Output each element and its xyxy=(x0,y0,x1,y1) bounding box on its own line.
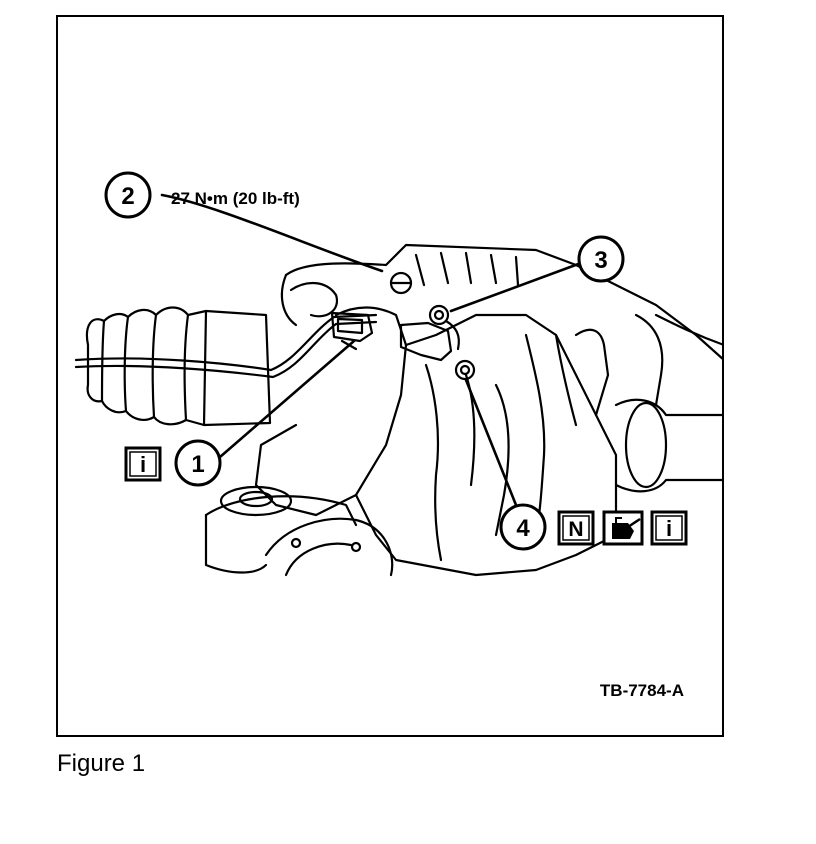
new-part-icon: N xyxy=(568,518,583,541)
leader-line-1 xyxy=(218,339,356,459)
cv-boot-drawing xyxy=(85,306,272,427)
info-icon: i xyxy=(666,516,672,541)
drawing-id: TB-7784-A xyxy=(600,681,684,700)
callout-2-number: 2 xyxy=(121,183,134,210)
figure-caption: Figure 1 xyxy=(57,750,146,777)
bolt-drawing xyxy=(389,271,413,295)
leader-line-2 xyxy=(160,193,384,273)
leader-line-4 xyxy=(464,378,518,507)
callout-2-torque-spec: 27 N•m (20 lb-ft) xyxy=(171,189,300,208)
info-symbol-callout-1: i xyxy=(124,446,162,482)
new-part-symbol-callout-4: N xyxy=(557,510,595,546)
callout-3-number: 3 xyxy=(594,247,607,274)
fill-plug-drawing xyxy=(454,359,476,381)
callout-1: 1 xyxy=(174,439,222,487)
differential-housing-drawing xyxy=(254,243,724,577)
pinion-flange-drawing xyxy=(204,485,394,577)
oil-can-icon xyxy=(612,517,641,539)
callout-1-number: 1 xyxy=(191,451,204,478)
leader-line-3 xyxy=(449,261,583,313)
callout-2: 2 27 N•m (20 lb-ft) xyxy=(104,171,300,219)
speed-sensor-drawing xyxy=(399,304,460,362)
info-symbol-callout-4: i xyxy=(650,510,688,546)
figure-frame xyxy=(56,15,724,737)
callout-4: 4 xyxy=(499,503,547,551)
axle-tube-drawing xyxy=(614,313,724,493)
oil-can-symbol-callout-4 xyxy=(602,510,644,546)
callout-4-number: 4 xyxy=(516,515,530,542)
sensor-harness-drawing xyxy=(74,313,378,372)
axle-illustration: 1 2 27 N•m (20 lb-ft) 3 4 i N i TB-7 xyxy=(74,171,724,700)
callout-3: 3 xyxy=(577,235,625,283)
info-icon: i xyxy=(140,452,146,477)
